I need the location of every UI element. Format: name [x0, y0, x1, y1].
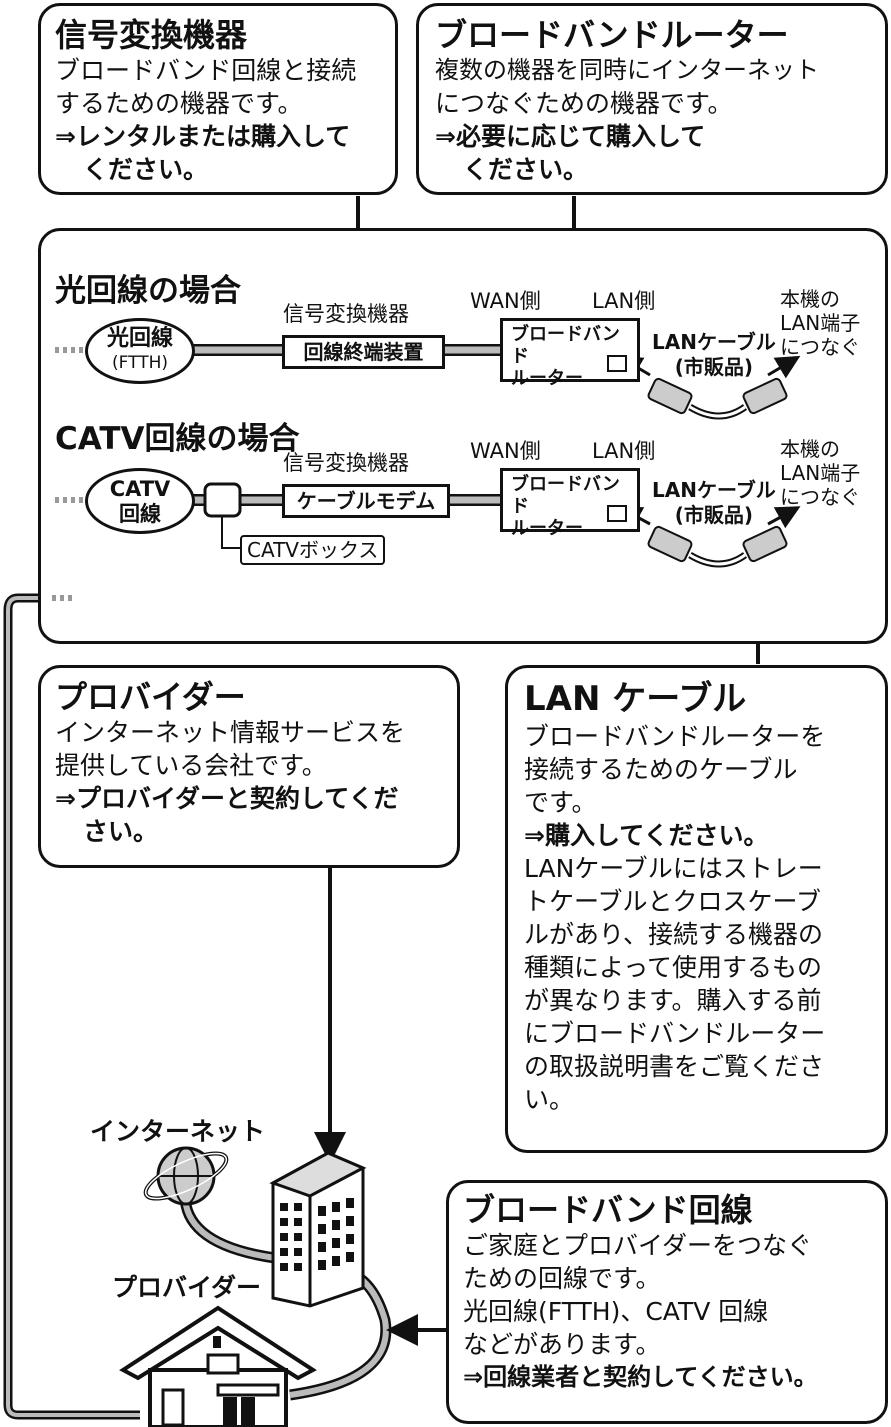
ftth-cable-label: LANケーブル (市販品) [652, 330, 776, 380]
broadband-desc-4: などがあります。 [463, 1328, 871, 1361]
catv-connect-line-2: LAN端子 [780, 461, 860, 485]
ftth-device-node: 回線終端装置 [282, 335, 445, 369]
ftth-device-caption: 信号変換機器 [283, 303, 409, 326]
lan-port-icon [607, 355, 627, 372]
lan-cable-action: ⇒購入してください。 [524, 819, 869, 852]
provider-box: プロバイダー インターネット情報サービスを 提供している会社です。 ⇒プロバイダ… [38, 665, 460, 868]
ftth-line-label: 光回線 [88, 325, 192, 353]
ftth-router-node: ブロードバンド ルーター [500, 318, 640, 382]
provider-action-2: さい。 [55, 815, 443, 848]
catv-router-node: ブロードバンド ルーター [500, 468, 640, 532]
catv-cable-line-1: LANケーブル [652, 478, 776, 503]
catv-line-label-2: 回線 [88, 502, 192, 526]
house-icon [118, 1300, 318, 1427]
catv-line-label-1: CATV [88, 476, 192, 502]
ftth-cable-line-2: (市販品) [652, 355, 776, 380]
lan-cable-box: LAN ケーブル ブロードバンドルーターを 接続するためのケーブル です。 ⇒購… [505, 665, 888, 1153]
lan-port-icon [607, 505, 627, 522]
lan-cable-note-5: が異なります。購入する前 [524, 984, 869, 1017]
provider-title: プロバイダー [55, 678, 443, 716]
lan-cable-desc-2: 接続するためのケーブル [524, 753, 869, 786]
broadband-desc-1: ご家庭とプロバイダーをつなぐ [463, 1229, 871, 1262]
broadband-title: ブロードバンド回線 [463, 1191, 871, 1229]
ftth-wan-label: WAN側 [470, 290, 541, 313]
provider-desc-2: 提供している会社です。 [55, 749, 443, 782]
ftth-cable-line-1: LANケーブル [652, 330, 776, 355]
provider-building-icon [268, 1148, 368, 1308]
catv-connect-line-1: 本機の [780, 437, 860, 461]
ftth-lan-label: LAN側 [592, 290, 655, 313]
lan-cable-note-8: い。 [524, 1083, 869, 1116]
ftth-connect-line-3: につなぐ [780, 335, 860, 359]
lan-cable-note-3: ルがあり、接続する機器の [524, 918, 869, 951]
broadband-action: ⇒回線業者と契約してください。 [463, 1361, 871, 1394]
provider-action-1: ⇒プロバイダーと契約してくだ [55, 782, 443, 815]
broadband-desc-2: ための回線です。 [463, 1262, 871, 1295]
catv-lan-label: LAN側 [592, 440, 655, 463]
provider-label: プロバイダー [112, 1268, 261, 1304]
lan-cable-note-4: 種類によって使用するもの [524, 951, 869, 984]
ftth-connect-label: 本機の LAN端子 につなぐ [780, 287, 860, 359]
lan-cable-note-6: にブロードバンドルーター [524, 1017, 869, 1050]
catv-section-title: CATV回線の場合 [55, 413, 299, 458]
lan-cable-desc-1: ブロードバンドルーターを [524, 720, 869, 753]
lan-cable-note-2: トケーブルとクロスケーブ [524, 885, 869, 918]
catv-splitter [205, 484, 240, 516]
catv-connect-line-3: につなぐ [780, 485, 860, 509]
catv-device-node: ケーブルモデム [282, 484, 450, 518]
lan-cable-note-7: の取扱説明書をご覧くださ [524, 1050, 869, 1083]
lan-cable-title: LAN ケーブル [524, 678, 869, 720]
ftth-connect-line-2: LAN端子 [780, 311, 860, 335]
catv-cable-label: LANケーブル (市販品) [652, 478, 776, 528]
lan-cable-desc-3: です。 [524, 786, 869, 819]
provider-desc-1: インターネット情報サービスを [55, 716, 443, 749]
catv-device-caption: 信号変換機器 [283, 452, 409, 475]
broadband-desc-3: 光回線(FTTH)、CATV 回線 [463, 1295, 871, 1328]
ftth-connect-line-1: 本機の [780, 287, 860, 311]
globe-icon [140, 1140, 232, 1212]
catv-connect-label: 本機の LAN端子 につなぐ [780, 437, 860, 509]
catv-box-label: CATVボックス [240, 535, 385, 565]
catv-line-node: CATV 回線 [85, 468, 195, 534]
lan-cable-note-1: LANケーブルにはストレー [524, 852, 869, 885]
ftth-line-node: 光回線 (FTTH) [85, 318, 195, 384]
ftth-section-title: 光回線の場合 [55, 265, 241, 310]
catv-cable-line-2: (市販品) [652, 503, 776, 528]
broadband-box: ブロードバンド回線 ご家庭とプロバイダーをつなぐ ための回線です。 光回線(FT… [446, 1180, 888, 1424]
ftth-line-sub: (FTTH) [88, 353, 192, 373]
catv-wan-label: WAN側 [470, 440, 541, 463]
